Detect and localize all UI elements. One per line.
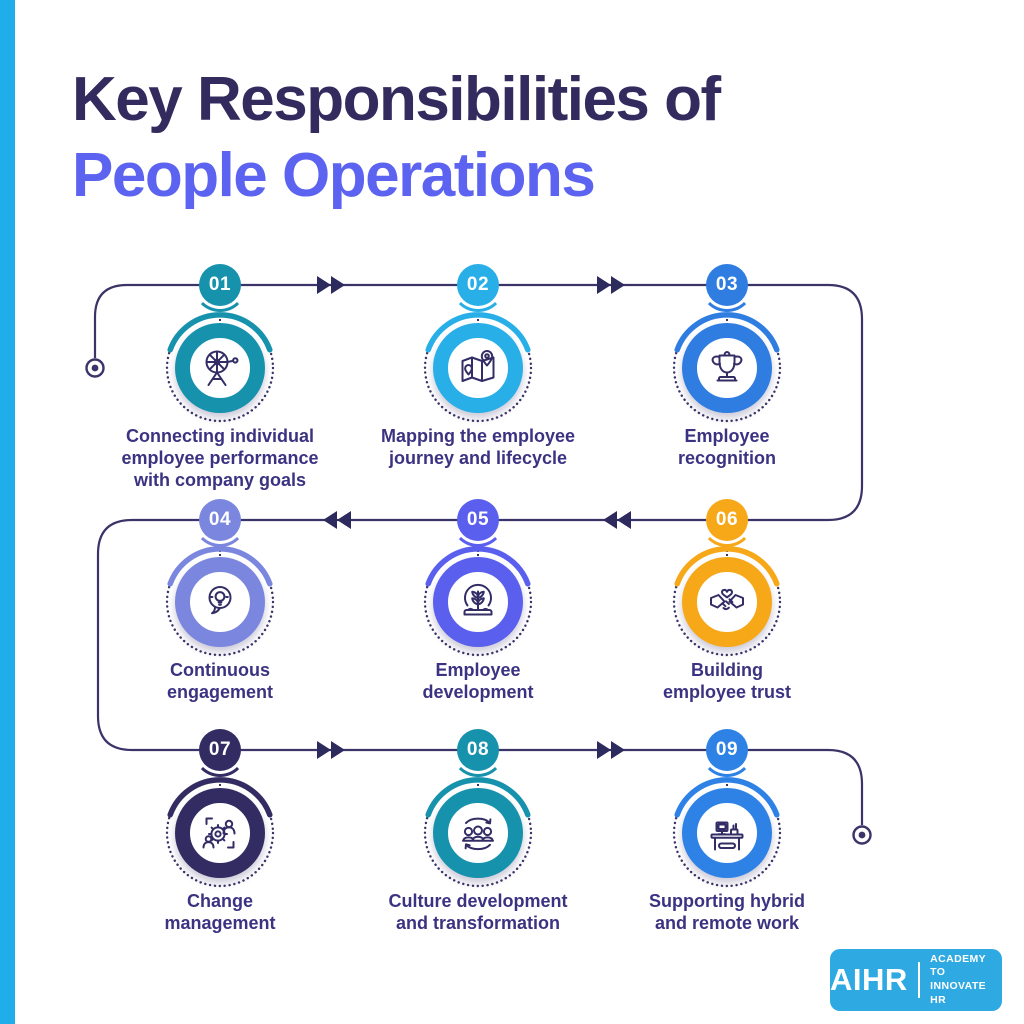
- arrow-left-icon: [603, 511, 631, 529]
- dotted-connector: [219, 780, 221, 790]
- desk-workstation-icon: [672, 777, 782, 888]
- item-number: 08: [466, 739, 490, 760]
- arrow-right-icon: [317, 741, 345, 759]
- item-label: Continuous engagement: [166, 660, 274, 702]
- item-number: 09: [715, 739, 739, 760]
- page-title: Key Responsibilities of People Operation…: [72, 62, 721, 213]
- item-number: 01: [208, 274, 232, 295]
- item-label: Culture development and transformation: [388, 891, 568, 933]
- flow-end-dot-center: [858, 831, 866, 839]
- growing-plant-icon: [423, 546, 533, 657]
- item-08-number-badge: 08: [457, 729, 499, 771]
- item-number: 03: [715, 274, 739, 295]
- badge-arc: [193, 493, 247, 547]
- badge-arc: [193, 258, 247, 312]
- dotted-connector: [477, 550, 479, 560]
- arrow-left-icon: [323, 511, 351, 529]
- logo-divider: [917, 962, 921, 998]
- dotted-connector: [219, 315, 221, 325]
- item-number: 04: [208, 509, 232, 530]
- handshake-heart-icon: [672, 546, 782, 657]
- arrow-right-icon: [597, 276, 625, 294]
- gear-people-icon: [165, 777, 275, 888]
- badge-arc: [700, 258, 754, 312]
- badge-arc: [193, 723, 247, 777]
- aihr-logo: AIHR ACADEMY TO INNOVATE HR: [830, 949, 1002, 1011]
- dotted-connector: [477, 780, 479, 790]
- badge-arc: [451, 723, 505, 777]
- item-03-number-badge: 03: [706, 264, 748, 306]
- item-label: Building employee trust: [662, 660, 792, 702]
- flow-start-dot-center: [91, 364, 99, 372]
- item-number: 02: [466, 274, 490, 295]
- spinning-wheel-tripod-icon: [165, 312, 275, 423]
- item-number: 06: [715, 509, 739, 530]
- badge-arc: [451, 258, 505, 312]
- item-07-number-badge: 07: [199, 729, 241, 771]
- item-02-number-badge: 02: [457, 264, 499, 306]
- dotted-connector: [219, 550, 221, 560]
- title-line-1: Key Responsibilities of: [72, 65, 721, 134]
- item-label: Employee development: [422, 660, 534, 702]
- item-01-number-badge: 01: [199, 264, 241, 306]
- dotted-connector: [726, 315, 728, 325]
- item-label: Mapping the employee journey and lifecyc…: [380, 426, 576, 468]
- dotted-connector: [477, 315, 479, 325]
- item-09-number-badge: 09: [706, 729, 748, 771]
- item-label: Employee recognition: [678, 426, 776, 468]
- title-line-2: People Operations: [72, 140, 596, 210]
- badge-arc: [451, 493, 505, 547]
- item-number: 07: [208, 739, 232, 760]
- trophy-icon: [672, 312, 782, 423]
- aihr-logo-brand: AIHR: [830, 962, 908, 997]
- badge-arc: [700, 723, 754, 777]
- thought-bubble-lightbulb-icon: [165, 546, 275, 657]
- item-06-number-badge: 06: [706, 499, 748, 541]
- dotted-connector: [726, 780, 728, 790]
- left-accent-stripe: [0, 0, 15, 1024]
- arrow-right-icon: [597, 741, 625, 759]
- item-label: Change management: [164, 891, 276, 933]
- aihr-logo-tagline: ACADEMY TO INNOVATE HR: [930, 952, 987, 1006]
- badge-arc: [700, 493, 754, 547]
- team-cycle-icon: [423, 777, 533, 888]
- map-location-pins-icon: [423, 312, 533, 423]
- arrow-right-icon: [317, 276, 345, 294]
- item-04-number-badge: 04: [199, 499, 241, 541]
- item-number: 05: [466, 509, 490, 530]
- item-label: Connecting individual employee performan…: [121, 426, 319, 490]
- item-label: Supporting hybrid and remote work: [649, 891, 805, 933]
- item-05-number-badge: 05: [457, 499, 499, 541]
- dotted-connector: [726, 550, 728, 560]
